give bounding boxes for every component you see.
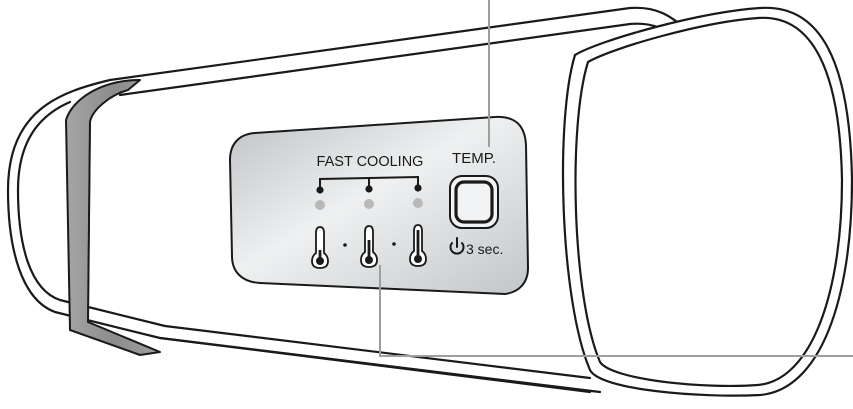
control-panel-plate [228, 115, 530, 296]
side-strap [65, 79, 161, 356]
indicator-led-medium [364, 199, 374, 209]
hold-duration-label: 3 sec. [466, 241, 503, 257]
temp-button[interactable] [449, 175, 499, 229]
callout-line-indicators [379, 265, 853, 357]
indicator-led-high [413, 198, 423, 208]
separator-dot [392, 242, 396, 246]
fast-cooling-bracket [316, 175, 422, 194]
callout-lines [379, 0, 853, 357]
level-indicators [315, 198, 423, 210]
power-icon [449, 237, 465, 255]
thermometer-low-icon [311, 226, 329, 269]
temp-label: TEMP. [452, 150, 496, 167]
indicator-led-low [315, 200, 325, 210]
thermometer-medium-icon [360, 225, 378, 268]
fast-cooling-label: FAST COOLING [317, 154, 424, 170]
thermometer-high-icon [409, 224, 427, 267]
separator-dot [343, 243, 347, 247]
end-cap [561, 6, 853, 397]
